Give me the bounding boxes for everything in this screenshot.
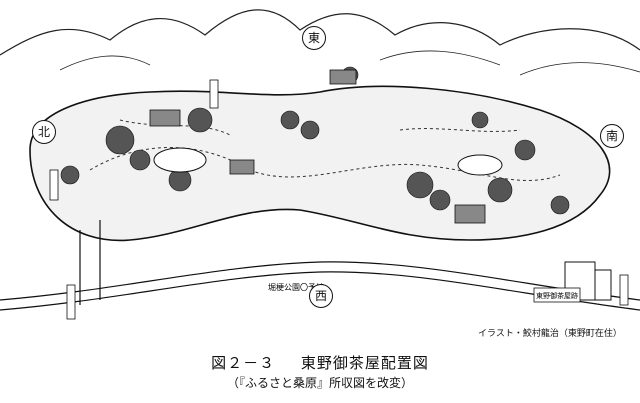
mountain-range (0, 9, 640, 76)
estate-outer-boundary (29, 85, 611, 242)
estate-map-illustration: 東野御茶屋跡 堀梗公園〇予線 (0, 9, 640, 320)
ponds (153, 147, 503, 176)
compass-west: 西 (309, 284, 333, 308)
park-sign-box (533, 287, 581, 303)
compass-north: 北 (32, 120, 56, 144)
garden-paths (89, 119, 561, 181)
tea-house-buildings (149, 69, 486, 224)
illustration-credit: イラスト・鮫村龍治（東野町在住） (478, 329, 622, 339)
figure-number: 図２－３ (211, 354, 276, 372)
compass-south: 南 (600, 124, 624, 148)
compass-east: 東 (302, 26, 326, 50)
park-sign-label: 東野御茶屋跡 (536, 291, 578, 300)
figure-title: 東野御茶屋配置図 (300, 354, 429, 372)
park-name-label: 堀梗公園〇予線 (268, 282, 324, 292)
figure-caption: 図２－３ 東野御茶屋配置図 (0, 352, 640, 373)
tree-clusters (60, 66, 570, 215)
figure-source: （『ふるさと桑原』所収図を改変） (226, 376, 413, 390)
sign-posts (49, 79, 629, 320)
